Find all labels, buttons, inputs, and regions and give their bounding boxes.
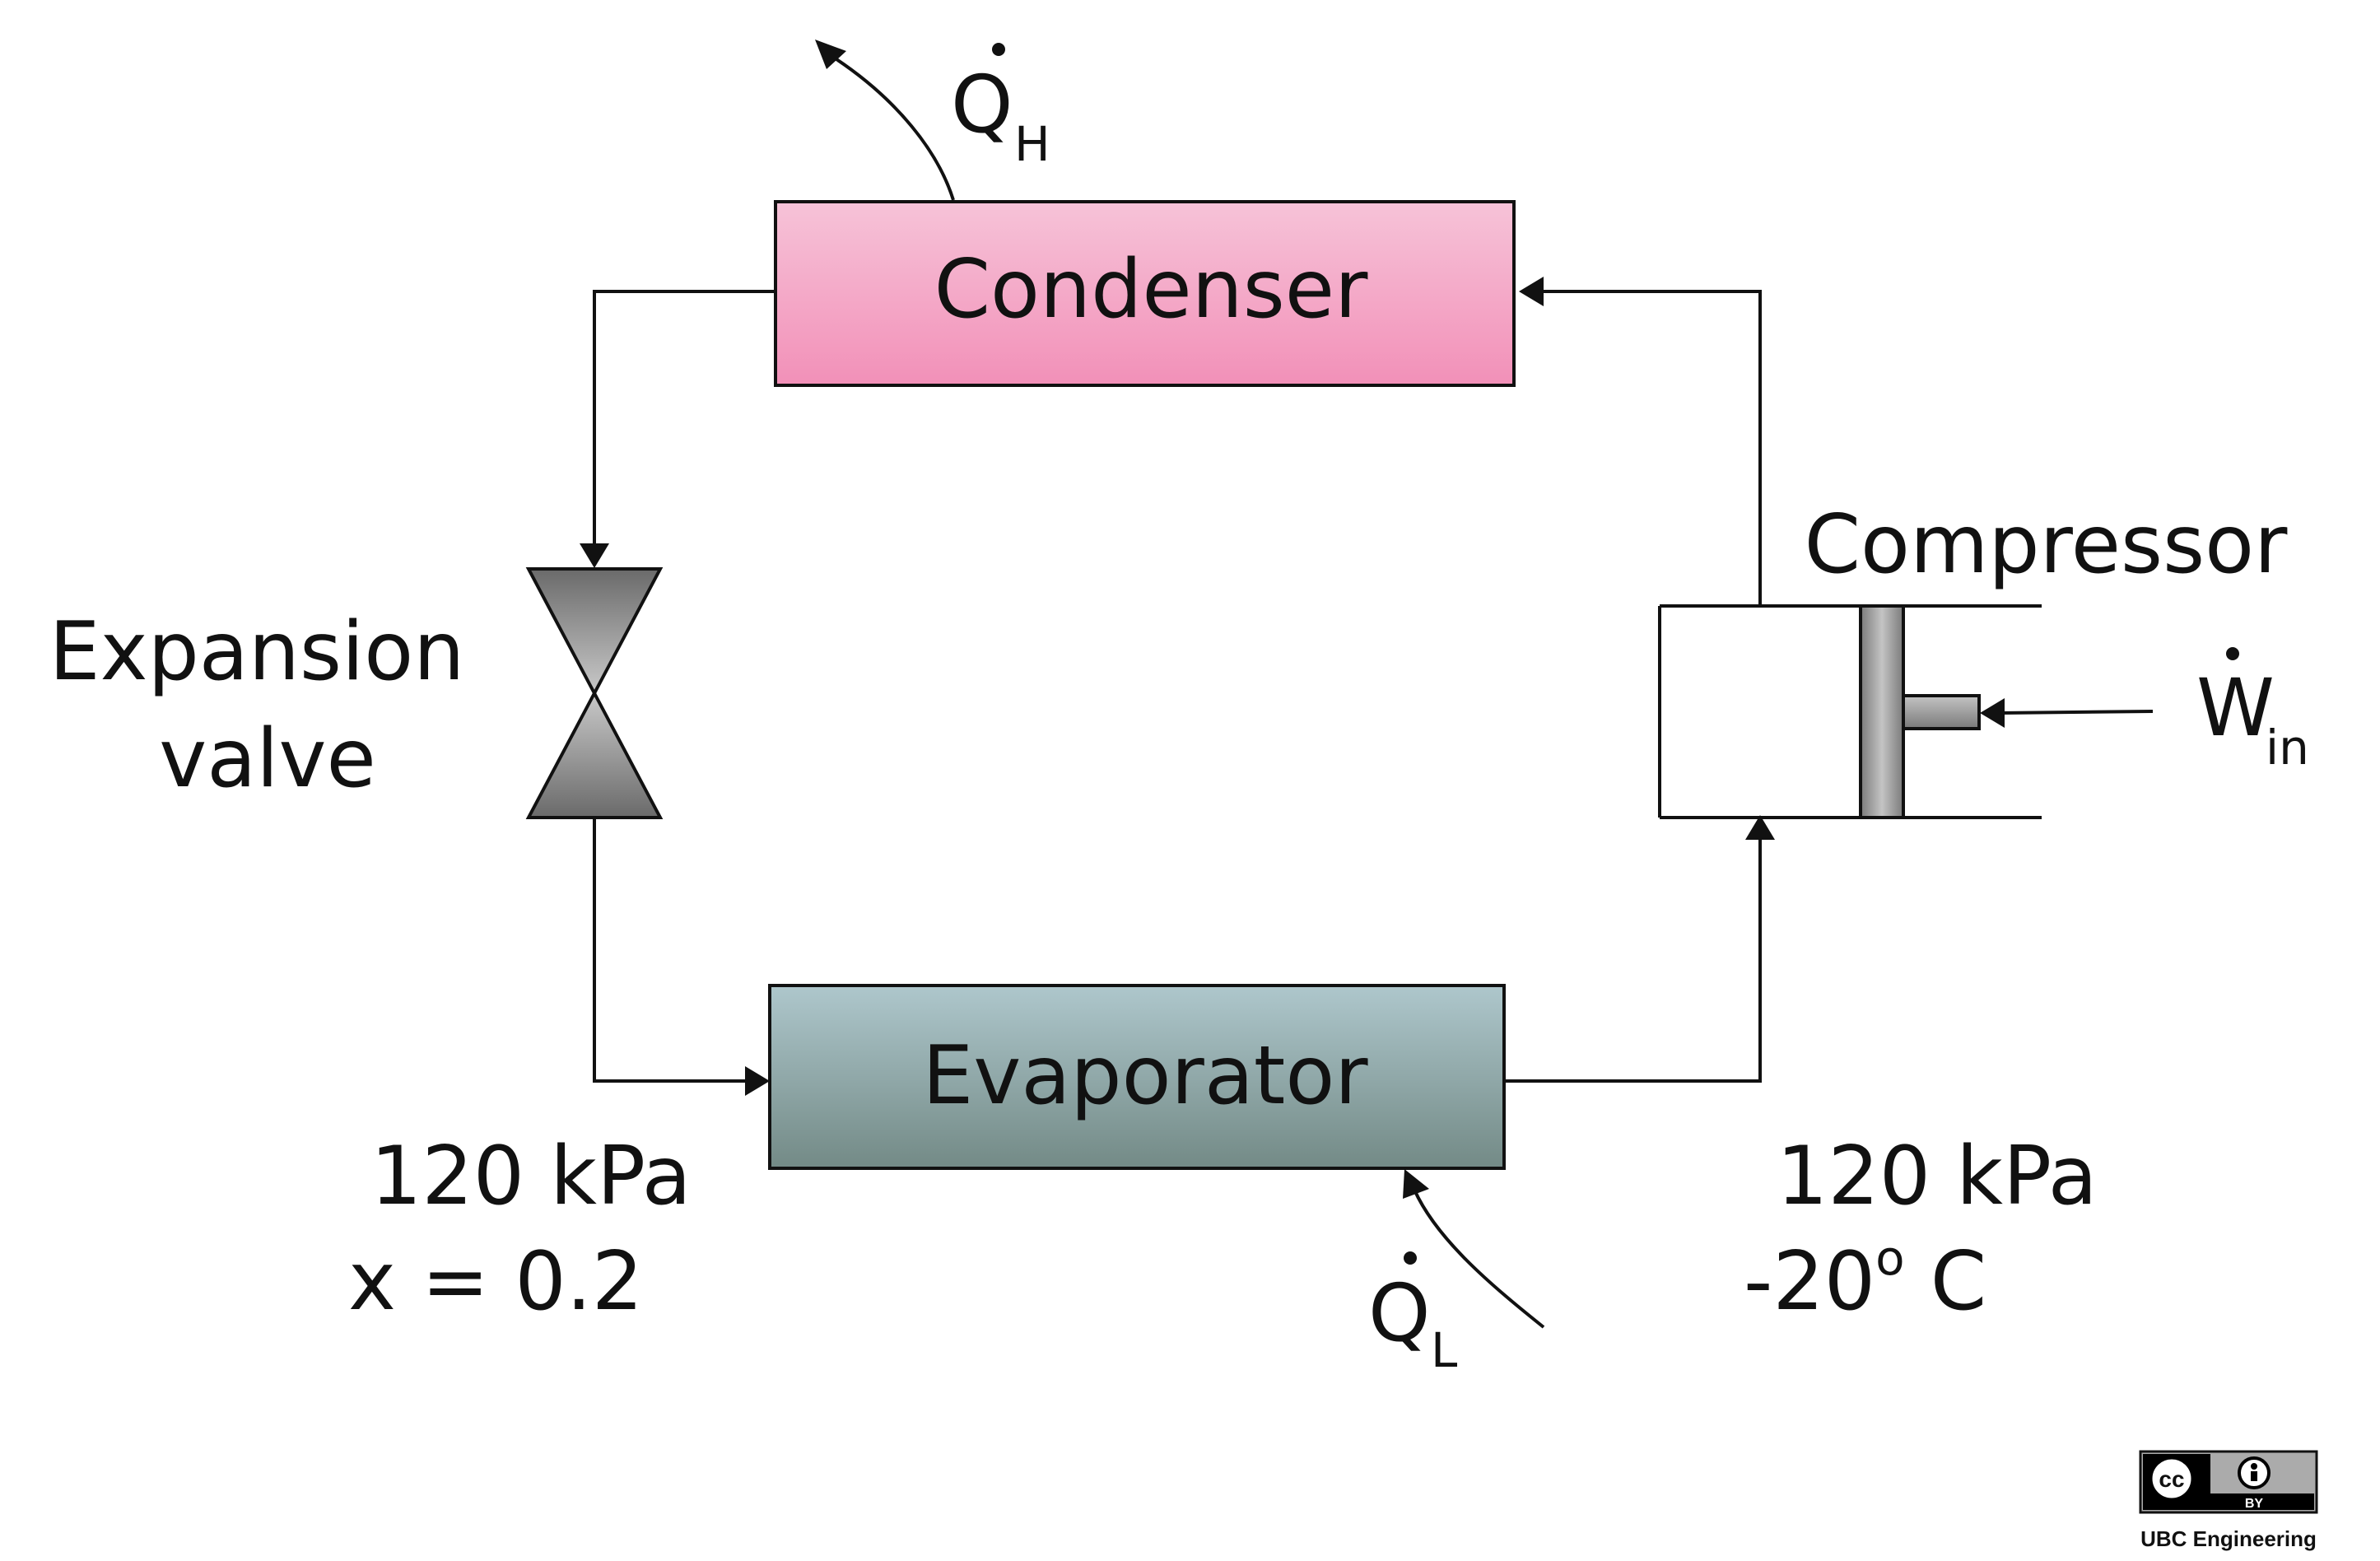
- work-in-symbol: W: [2196, 662, 2275, 754]
- pipe-evaporator-to-compressor: [1504, 836, 1762, 1083]
- attribution-icon-head: [2251, 1463, 2257, 1470]
- condenser-label: Condenser: [934, 243, 1368, 337]
- condenser-box: [774, 200, 1516, 387]
- evaporator: Evaporator: [768, 984, 1506, 1170]
- heat-rejected: Q H: [815, 40, 1050, 201]
- q-high-dot: [992, 43, 1005, 56]
- q-high-arrow-curve: [830, 54, 955, 201]
- piston: [1859, 604, 1905, 819]
- work-in-label: W in: [2196, 647, 2309, 776]
- compressor: Compressor: [1658, 498, 2289, 819]
- work-in-subscript: in: [2266, 720, 2309, 776]
- cc-icon: [2148, 1455, 2196, 1503]
- valve-bottom-triangle: [525, 689, 664, 819]
- evaporator-inlet-quality: x = 0.2: [348, 1235, 643, 1329]
- work-in-arrow-line: [2000, 710, 2154, 715]
- q-high-arrowhead: [815, 40, 846, 69]
- q-low-dot: [1404, 1251, 1417, 1265]
- temperature-degree: o: [1875, 1230, 1905, 1286]
- pipe-condenser-to-valve: [593, 290, 774, 548]
- cc-by-license-badge: cc BY UBC Engineering: [2139, 1450, 2318, 1551]
- cc-icon-text: cc: [2159, 1466, 2184, 1492]
- attribution-icon-body: [2251, 1471, 2257, 1481]
- q-low-arrow-curve: [1413, 1189, 1545, 1329]
- cc-badge-by-strip: [2210, 1493, 2314, 1510]
- state-evaporator-inlet: 120 kPa x = 0.2: [348, 1130, 692, 1329]
- evaporator-label: Evaporator: [922, 1029, 1368, 1123]
- condenser: Condenser: [774, 200, 1516, 387]
- flow-arrow-into-evaporator: [745, 1066, 770, 1096]
- q-low-subscript: L: [1431, 1322, 1457, 1378]
- compressor-inlet-pressure: 120 kPa: [1777, 1130, 2098, 1223]
- piping: [580, 277, 1775, 1096]
- work-in-dot: [2226, 647, 2239, 660]
- q-low-symbol: Q: [1368, 1267, 1431, 1359]
- valve-top-triangle: [525, 567, 664, 697]
- pipe-valve-to-evaporator: [593, 818, 749, 1083]
- flow-arrow-into-condenser: [1519, 277, 1544, 306]
- compressor-label: Compressor: [1805, 498, 2289, 592]
- pipe-compressor-to-condenser: [1539, 290, 1762, 604]
- heat-absorbed: Q L: [1368, 1169, 1545, 1378]
- compressor-inlet-temperature: -20o C: [1744, 1230, 1986, 1329]
- flow-arrow-into-compressor: [1745, 815, 1775, 840]
- expansion-valve-label-line2: valve: [159, 712, 376, 806]
- work-in-arrowhead: [1980, 698, 2005, 728]
- expansion-valve: Expansion valve: [49, 567, 664, 819]
- cc-by-text: BY: [2245, 1497, 2264, 1511]
- flow-arrow-into-valve: [580, 543, 609, 568]
- q-high-subscript: H: [1014, 116, 1050, 172]
- temperature-value: -20: [1744, 1235, 1875, 1329]
- evaporator-inlet-pressure: 120 kPa: [370, 1130, 692, 1223]
- evaporator-box: [768, 984, 1506, 1170]
- license-credit: UBC Engineering: [2140, 1526, 2317, 1551]
- expansion-valve-label-line1: Expansion: [49, 605, 465, 699]
- q-high-symbol: Q: [951, 58, 1013, 151]
- q-low-arrowhead: [1403, 1169, 1429, 1199]
- temperature-unit: C: [1905, 1235, 1987, 1329]
- piston-rod: [1902, 694, 1981, 730]
- state-compressor-inlet: 120 kPa -20o C: [1744, 1130, 2098, 1329]
